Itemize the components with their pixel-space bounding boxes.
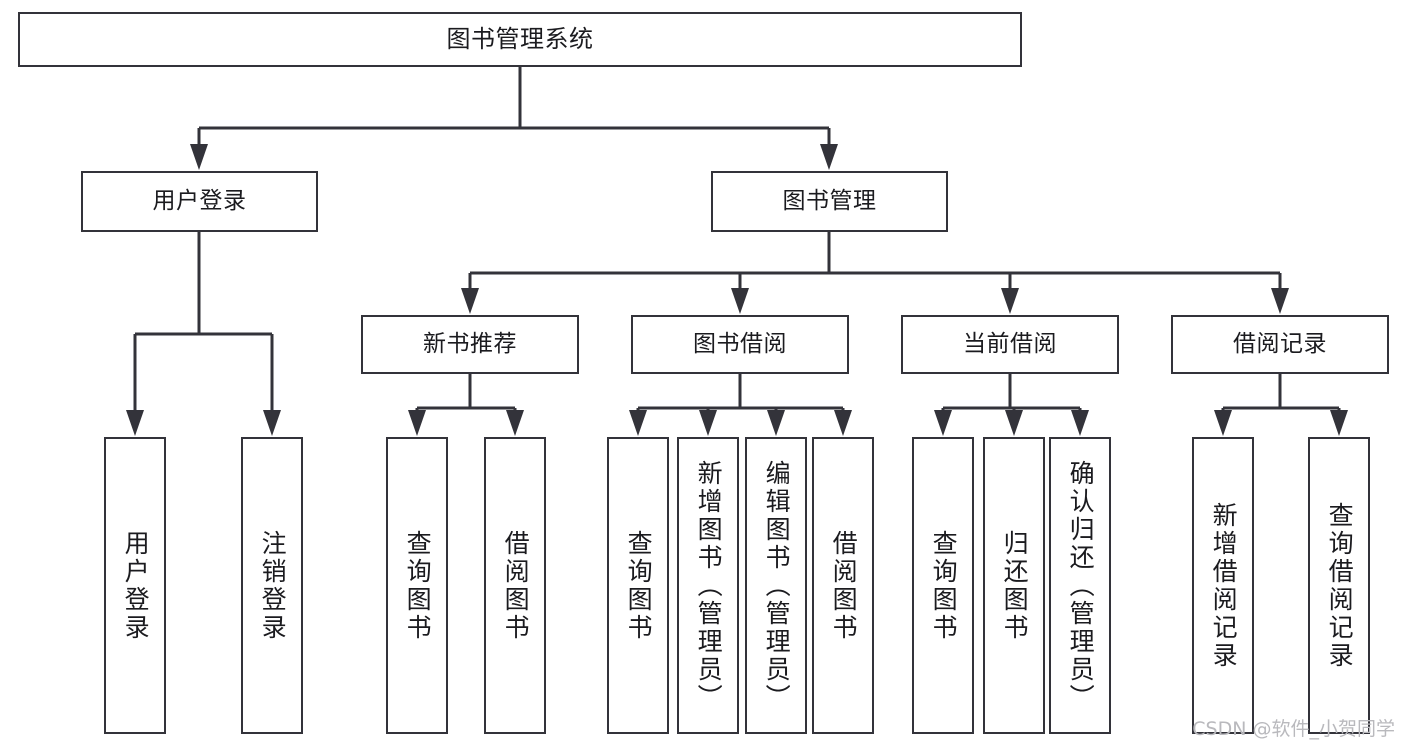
node-label: 查询借阅记录: [1325, 501, 1355, 670]
node-newbook[interactable]: 新书推荐: [361, 315, 579, 374]
node-label: 借阅图书: [829, 529, 859, 642]
node-bookmgmt[interactable]: 图书管理: [711, 171, 948, 232]
arrow-head: [934, 410, 952, 436]
node-label: 确认归还（管理员）: [1066, 459, 1096, 712]
node-label: 新增图书（管理员）: [694, 459, 724, 712]
node-label: 查询图书: [624, 529, 654, 642]
arrow-head: [820, 144, 838, 170]
node-leaf-bor-2[interactable]: 新增图书（管理员）: [677, 437, 739, 734]
arrow-head: [1071, 410, 1089, 436]
node-label: 用户登录: [121, 529, 151, 642]
arrow-head: [506, 410, 524, 436]
node-borrow[interactable]: 图书借阅: [631, 315, 849, 374]
arrow-head: [1005, 410, 1023, 436]
node-leaf-bor-1[interactable]: 查询图书: [607, 437, 669, 734]
node-label: 借阅图书: [501, 529, 531, 642]
arrow-head: [126, 410, 144, 436]
node-label: 编辑图书（管理员）: [762, 459, 792, 712]
arrow-head: [461, 288, 479, 314]
node-leaf-rec-1[interactable]: 新增借阅记录: [1192, 437, 1254, 734]
arrow-head: [731, 288, 749, 314]
node-label: 查询图书: [929, 529, 959, 642]
node-label: 图书借阅: [693, 330, 787, 357]
arrow-head: [190, 144, 208, 170]
node-leaf-login-2[interactable]: 注销登录: [241, 437, 303, 734]
node-label: 借阅记录: [1233, 330, 1327, 357]
node-label: 图书管理: [782, 187, 877, 214]
node-login[interactable]: 用户登录: [81, 171, 318, 232]
node-records[interactable]: 借阅记录: [1171, 315, 1389, 374]
node-current[interactable]: 当前借阅: [901, 315, 1119, 374]
arrow-head: [629, 410, 647, 436]
arrow-head: [408, 410, 426, 436]
node-leaf-cur-3[interactable]: 确认归还（管理员）: [1049, 437, 1111, 734]
node-label: 注销登录: [258, 529, 288, 642]
arrow-head: [767, 410, 785, 436]
node-label: 当前借阅: [963, 330, 1057, 357]
node-leaf-cur-1[interactable]: 查询图书: [912, 437, 974, 734]
arrow-head: [834, 410, 852, 436]
node-leaf-new-2[interactable]: 借阅图书: [484, 437, 546, 734]
arrow-head: [699, 410, 717, 436]
node-label: 查询图书: [403, 529, 433, 642]
node-leaf-rec-2[interactable]: 查询借阅记录: [1308, 437, 1370, 734]
arrow-head: [1330, 410, 1348, 436]
node-label: 新书推荐: [423, 330, 517, 357]
node-root[interactable]: 图书管理系统: [18, 12, 1022, 67]
node-label: 归还图书: [1000, 529, 1030, 642]
node-label: 新增借阅记录: [1209, 501, 1239, 670]
arrow-head: [1001, 288, 1019, 314]
node-leaf-bor-4[interactable]: 借阅图书: [812, 437, 874, 734]
node-leaf-cur-2[interactable]: 归还图书: [983, 437, 1045, 734]
node-label: 用户登录: [152, 187, 247, 214]
node-leaf-bor-3[interactable]: 编辑图书（管理员）: [745, 437, 807, 734]
arrow-head: [1271, 288, 1289, 314]
node-leaf-new-1[interactable]: 查询图书: [386, 437, 448, 734]
arrow-head: [1214, 410, 1232, 436]
arrow-head: [263, 410, 281, 436]
node-leaf-login-1[interactable]: 用户登录: [104, 437, 166, 734]
watermark-label: CSDN @软件_小贺同学: [1192, 718, 1395, 740]
node-label: 图书管理系统: [446, 25, 594, 54]
